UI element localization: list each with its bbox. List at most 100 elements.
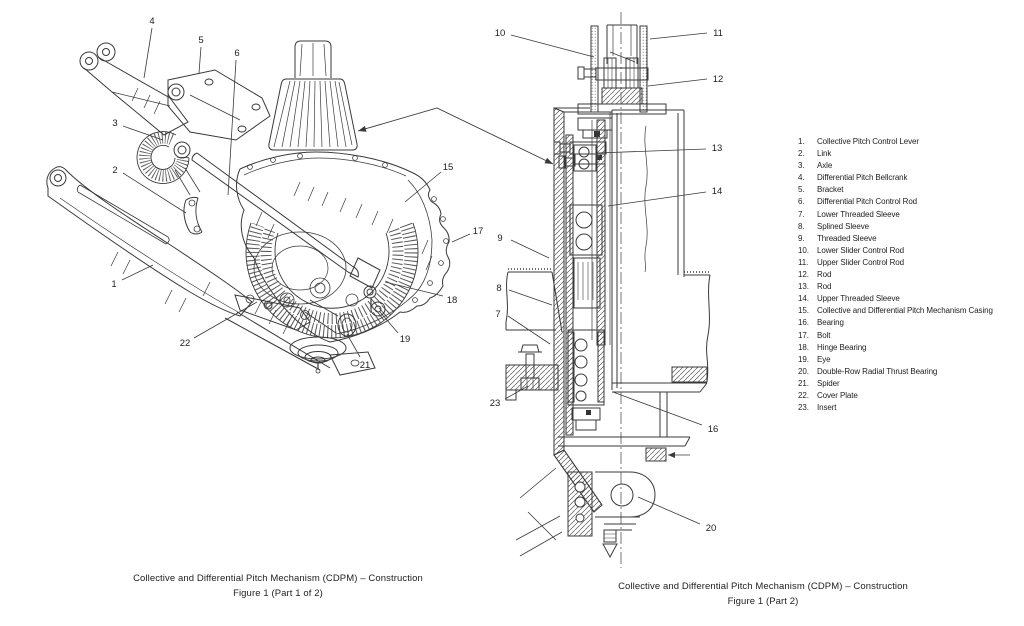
figure1-callouts: 4 5 6 3 2 1 22 21 19 18 17 15	[111, 16, 483, 371]
parts-list-item: 5. Bracket	[798, 184, 1024, 196]
parts-list-item-label: Bolt	[817, 330, 831, 340]
parts-list-item-label: Hinge Bearing	[817, 342, 867, 352]
parts-list-item-label: Lower Threaded Sleeve	[817, 209, 900, 219]
parts-list-item: 11.Upper Slider Control Rod	[798, 257, 1024, 269]
parts-list-item-label: Splined Sleeve	[817, 221, 869, 231]
callout-label: 15	[443, 162, 454, 173]
parts-list-item-label: Bracket	[817, 185, 844, 195]
figure-part2-drawing: 10 11 12 13 14 9 8 7 23 16 20	[490, 12, 724, 568]
parts-list-item-label: Collective Pitch Control Lever	[817, 137, 919, 146]
parts-list-item-label: Rod	[817, 270, 832, 280]
parts-list-item-label: Double-Row Radial Thrust Bearing	[817, 366, 938, 376]
parts-list-item-label: Differential Pitch Bellcrank	[817, 173, 908, 183]
parts-list-item-number: 21.	[798, 378, 809, 388]
figure1-leader-lines	[121, 27, 471, 358]
figure2-caption-title: Collective and Differential Pitch Mechan…	[618, 581, 908, 592]
parts-list-item-number: 15.	[798, 306, 809, 316]
parts-list-item-number: 13.	[798, 282, 809, 292]
callout-label: 3	[112, 118, 117, 129]
parts-list-item: 16.Bearing	[798, 317, 1024, 329]
callout-label: 19	[400, 334, 411, 345]
parts-list-item-label: Insert	[817, 403, 837, 413]
parts-list-item-number: 14.	[798, 294, 809, 304]
callout-label: 11	[713, 28, 723, 39]
callout-label: 2	[112, 165, 117, 176]
figure2-callouts: 10 11 12 13 14 9 8 7 23 16 20	[490, 28, 724, 534]
parts-list-item: 4.Differential Pitch Bellcrank	[798, 172, 1024, 184]
parts-list-item-number: 17.	[798, 330, 809, 340]
parts-list-item-label: Lower Slider Control Rod	[817, 245, 904, 255]
callout-label: 17	[473, 226, 484, 237]
parts-list-item-number: 23.	[798, 403, 809, 413]
figure2-caption: Collective and Differential Pitch Mechan…	[618, 580, 908, 609]
figure2-leader-lines	[504, 32, 708, 525]
parts-list-item-number: 10.	[798, 245, 809, 255]
parts-list-item: 10. Lower Slider Control Rod	[798, 245, 1024, 257]
parts-list-item-label: Bearing	[817, 318, 844, 328]
parts-list-item-number: 7.	[798, 209, 805, 219]
callout-label: 8	[496, 283, 501, 294]
parts-list-item-number: 1.	[798, 137, 805, 146]
callout-label: 9	[497, 233, 502, 244]
parts-list-item-number: 19.	[798, 354, 809, 364]
parts-list-item-label: Link	[817, 149, 832, 159]
figure-connector-line	[357, 107, 554, 165]
parts-list-item: 2.Link	[798, 148, 1024, 160]
callout-label: 7	[495, 309, 500, 320]
callout-label: 23	[490, 398, 501, 409]
parts-list-item: 13. Rod	[798, 281, 1024, 293]
parts-list-item-label: Spider	[817, 378, 840, 388]
parts-list-item: 17. Bolt	[798, 330, 1024, 342]
callout-label: 21	[360, 360, 371, 371]
parts-list-item-label: Differential Pitch Control Rod	[817, 197, 918, 207]
parts-list-item: 14. Upper Threaded Sleeve	[798, 293, 1024, 305]
parts-list-item-number: 3.	[798, 161, 805, 171]
callout-label: 10	[495, 28, 506, 39]
parts-list-item-number: 18.	[798, 342, 809, 352]
figure1-caption-number: Figure 1 (Part 1 of 2)	[233, 587, 323, 599]
parts-list-item-label: Eye	[817, 354, 831, 364]
parts-list-item: 20.Double-Row Radial Thrust Bearing	[798, 366, 1024, 378]
callout-label: 14	[712, 186, 723, 197]
parts-list-item: 12. Rod	[798, 269, 1024, 281]
parts-list-item-number: 22.	[798, 390, 809, 400]
callout-label: 20	[706, 523, 717, 534]
parts-list-item-number: 9.	[798, 233, 805, 243]
parts-list-item-label: Cover Plate	[817, 390, 858, 400]
callout-label: 12	[713, 74, 724, 85]
parts-list-item-number: 5.	[798, 185, 805, 195]
callout-label: 22	[180, 338, 191, 349]
parts-list-item-label: Upper Threaded Sleeve	[817, 294, 900, 304]
figure1-caption-title: Collective and Differential Pitch Mechan…	[133, 573, 423, 584]
parts-list-item-number: 6.	[798, 197, 805, 207]
figure1-caption: Collective and Differential Pitch Mechan…	[132, 572, 424, 601]
parts-list-item: 7. Lower Threaded Sleeve	[798, 209, 1024, 221]
parts-list-item: 18. Hinge Bearing	[798, 342, 1024, 354]
parts-list-item: 1. Collective Pitch Control Lever	[798, 136, 1024, 148]
figure-part1-drawing: 4 5 6 3 2 1 22 21 19 18 17 15	[46, 16, 483, 376]
parts-list-item-number: 12.	[798, 270, 809, 280]
parts-list-item: 23. Insert	[798, 402, 1024, 414]
parts-list-item: 22. Cover Plate	[798, 390, 1024, 402]
parts-list-item: 6. Differential Pitch Control Rod	[798, 196, 1024, 208]
parts-list-item-label: Collective and Differential Pitch Mechan…	[817, 306, 993, 316]
callout-label: 18	[447, 295, 458, 306]
callout-label: 5	[198, 35, 203, 46]
parts-list-item-label: Upper Slider Control Rod	[817, 257, 904, 267]
parts-list-item: 19. Eye	[798, 354, 1024, 366]
parts-list-item-number: 8.	[798, 221, 805, 231]
figure2-caption-number: Figure 1 (Part 2)	[727, 595, 799, 607]
parts-list-item: 21. Spider	[798, 378, 1024, 390]
callout-label: 6	[234, 48, 239, 59]
callout-label: 1	[111, 279, 116, 290]
parts-list-item-label: Rod	[817, 282, 832, 292]
parts-list-item: 9. Threaded Sleeve	[798, 233, 1024, 245]
parts-list-item: 3.Axle	[798, 160, 1024, 172]
parts-list-item: 15. Collective and Differential Pitch Mec…	[798, 305, 1024, 317]
callout-label: 16	[708, 424, 719, 435]
parts-list-item-label: Threaded Sleeve	[817, 233, 877, 243]
callout-label: 13	[712, 143, 723, 154]
